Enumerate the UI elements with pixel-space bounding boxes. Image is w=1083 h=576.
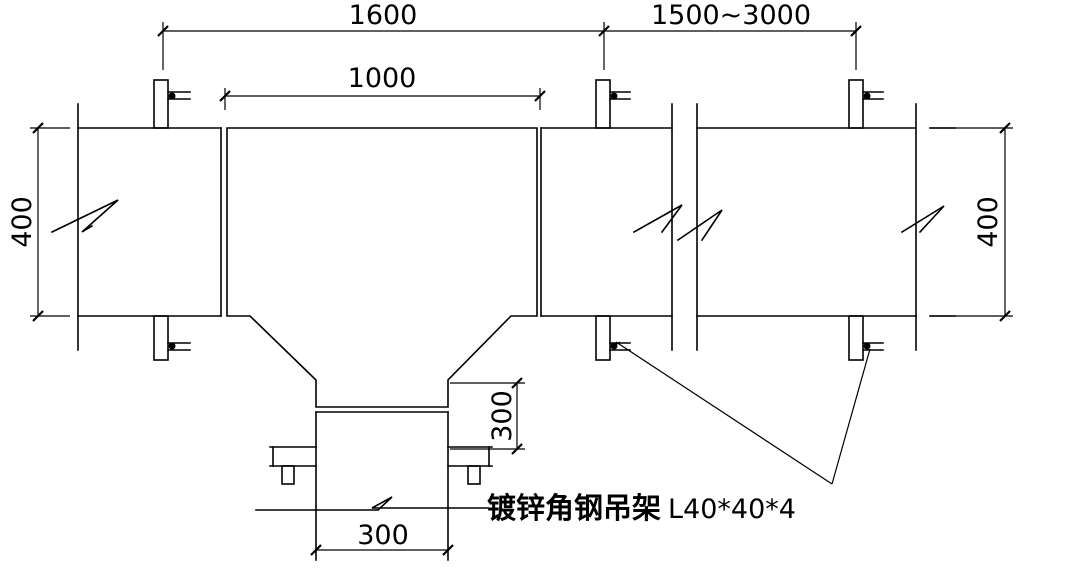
dimension-top-overall: [157, 22, 862, 70]
break-symbol-left: [50, 199, 119, 234]
hanger-bottom-2: [595, 315, 631, 361]
break-symbol-right: [900, 205, 945, 234]
hanger-branch-right: [447, 446, 493, 485]
hanger-branch-left: [269, 446, 317, 485]
dimension-400-left: 400: [7, 196, 38, 248]
hanger-bottom-3: [848, 315, 884, 361]
support-leader-lines: [609, 341, 871, 485]
dimension-300-width: 300: [357, 520, 409, 551]
hanger-top-2: [595, 79, 631, 129]
dimension-branch-height: [450, 377, 525, 455]
support-label-spec: L40*40*4: [668, 494, 796, 525]
dimension-400-right: 400: [973, 196, 1004, 248]
hanger-bottom-1: [153, 315, 191, 361]
main-duct: [77, 103, 956, 351]
dimension-1500-3000: 1500~3000: [651, 0, 811, 31]
support-label-cn: 镀锌角钢吊架: [487, 491, 661, 525]
dimension-left-height: [30, 122, 70, 322]
hanger-top-1: [153, 79, 191, 129]
dimension-branch-width: [310, 544, 454, 556]
dimension-top-inner: [219, 88, 546, 110]
branch-duct: [255, 411, 489, 561]
break-symbol-mid-a: [632, 204, 683, 234]
dimension-1600: 1600: [349, 0, 418, 31]
dimension-300-height: 300: [487, 390, 518, 442]
tee-fitting: [226, 127, 538, 408]
dimension-1000: 1000: [348, 63, 417, 94]
break-symbol-mid-b: [676, 209, 723, 242]
hanger-top-3: [848, 79, 884, 129]
